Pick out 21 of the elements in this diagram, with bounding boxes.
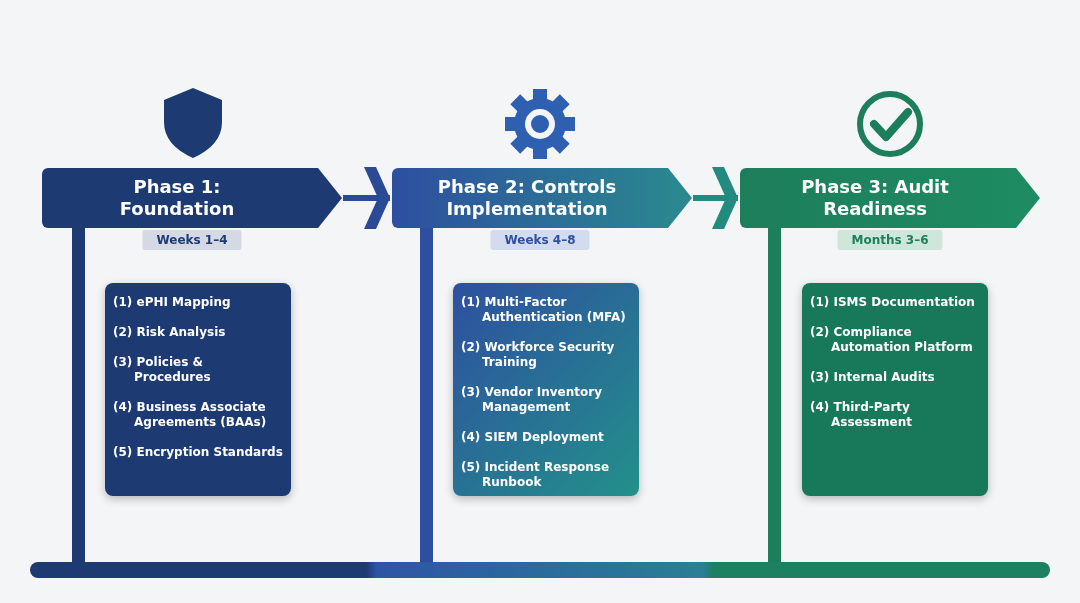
list-item: (1) Multi-Factor Authentication (MFA) (461, 295, 627, 325)
list-item: (4) Business Associate Agreements (BAAs) (113, 400, 268, 430)
list-item: (1) ISMS Documentation (810, 295, 976, 310)
task-card (105, 283, 291, 496)
list-item: (1) ePHI Mapping (113, 295, 232, 310)
list-item: (5) Encryption Standards (113, 445, 283, 460)
task-card (453, 283, 639, 496)
list-item: (2) Compliance Automation Platform (810, 325, 974, 355)
task-card (802, 283, 988, 496)
timeline-bar (30, 562, 1050, 578)
list-item: (5) Incident Response Runbook (461, 460, 611, 490)
list-item: (3) Vendor Inventory Management (461, 385, 603, 415)
list-item: (3) Internal Audits (810, 370, 936, 385)
duration-badge: Months 3–6 (837, 230, 943, 250)
duration-badge: Weeks 1–4 (142, 230, 242, 250)
list-item: (4) Third-Party Assessment (810, 400, 913, 430)
list-item: (2) Risk Analysis (113, 325, 227, 340)
list-item: (4) SIEM Deployment (461, 430, 605, 445)
duration-badge: Weeks 4–8 (490, 230, 590, 250)
list-item: (3) Policies & Procedures (113, 355, 212, 385)
list-item: (2) Workforce Security Training (461, 340, 616, 370)
